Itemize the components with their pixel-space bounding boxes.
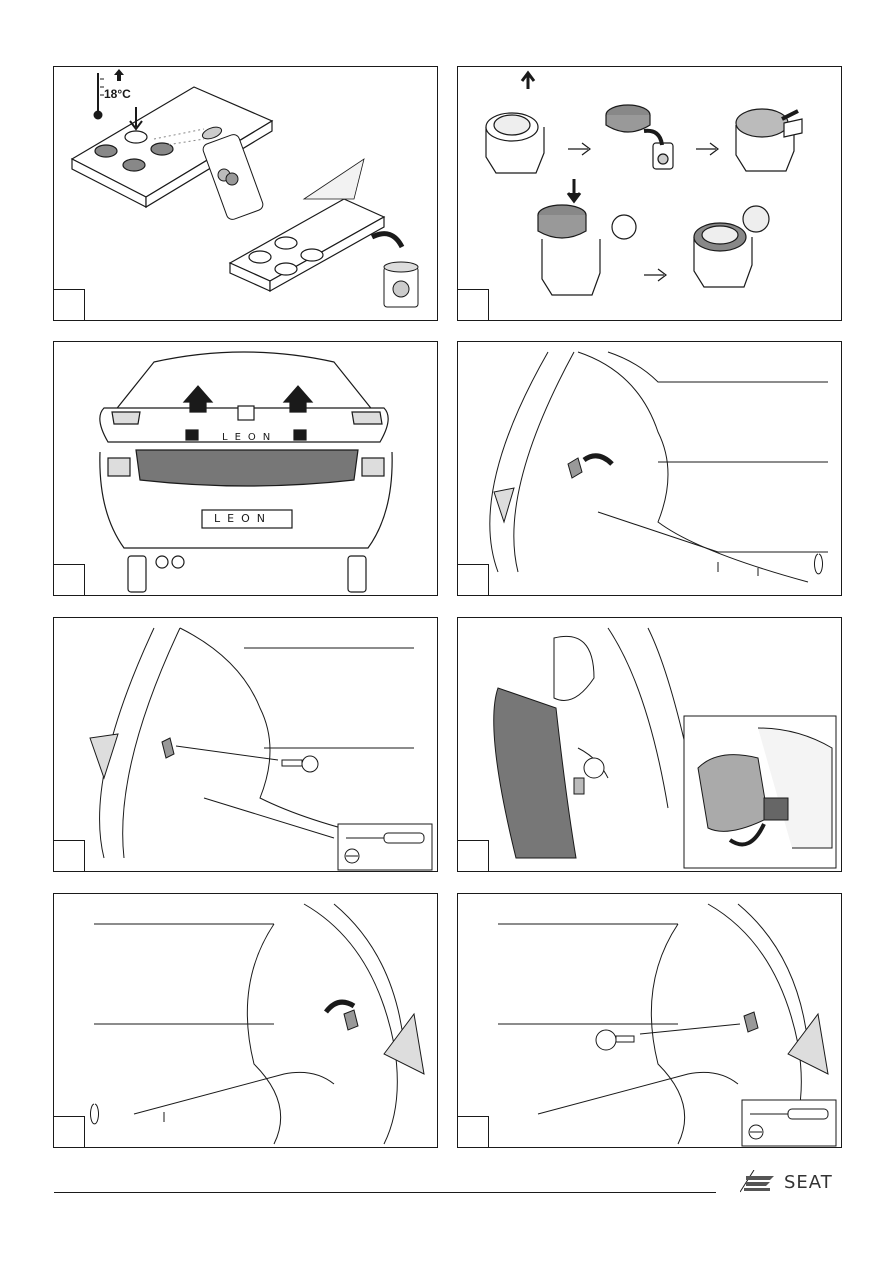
brand-name: SEAT: [784, 1172, 833, 1193]
step-number-box: [458, 564, 489, 595]
step-number-box: [458, 840, 489, 871]
sensor-cap-illustration: [458, 67, 841, 320]
panel-step-5: [53, 617, 438, 872]
screwdriver-icon: [742, 1100, 836, 1146]
footer-rule: [54, 1192, 716, 1193]
step-number-box: [54, 1116, 85, 1147]
arrow-right-icon: [644, 269, 666, 281]
tail-light-connector-illustration: [458, 618, 841, 871]
trunk-cover-illustration: [458, 342, 841, 595]
step-number-box: [458, 289, 489, 320]
panel-step-8: [457, 893, 842, 1148]
tailgate-badge: LEON: [222, 432, 277, 443]
screw-insertion-illustration: [458, 894, 841, 1147]
detail-inset: [684, 716, 836, 868]
arrow-right-icon: [568, 143, 590, 155]
screw-removal-illustration: [54, 618, 437, 871]
panel-step-2: [457, 66, 842, 321]
screwdriver-icon: [338, 824, 432, 870]
cleaning-illustration: [54, 67, 437, 320]
trunk-right-cover-illustration: [54, 894, 437, 1147]
panel-step-1: 18°C: [53, 66, 438, 321]
screw-icon: [596, 1030, 634, 1050]
step-number-box: [458, 1116, 489, 1147]
step-number-box: [54, 840, 85, 871]
step-number-box: [54, 289, 85, 320]
arrow-up-icon: [114, 69, 124, 81]
panel-step-3: LEON LEON: [53, 341, 438, 596]
seat-badge-icon: [238, 406, 254, 420]
screw-icon: [282, 756, 318, 772]
arrow-up-icon: [522, 73, 534, 89]
car-rear-illustration: [54, 342, 437, 595]
arrow-right-icon: [696, 143, 718, 155]
temperature-label: 18°C: [104, 87, 131, 101]
panel-step-7: [53, 893, 438, 1148]
smiley-icon: [743, 206, 769, 232]
number-plate: LEON: [214, 512, 272, 525]
panel-step-6: [457, 617, 842, 872]
thermometer-icon: [94, 73, 104, 119]
step-number-box: [54, 564, 85, 595]
bin-icon: [384, 262, 418, 307]
curved-arrow-icon: [372, 234, 402, 247]
panel-step-4: [457, 341, 842, 596]
